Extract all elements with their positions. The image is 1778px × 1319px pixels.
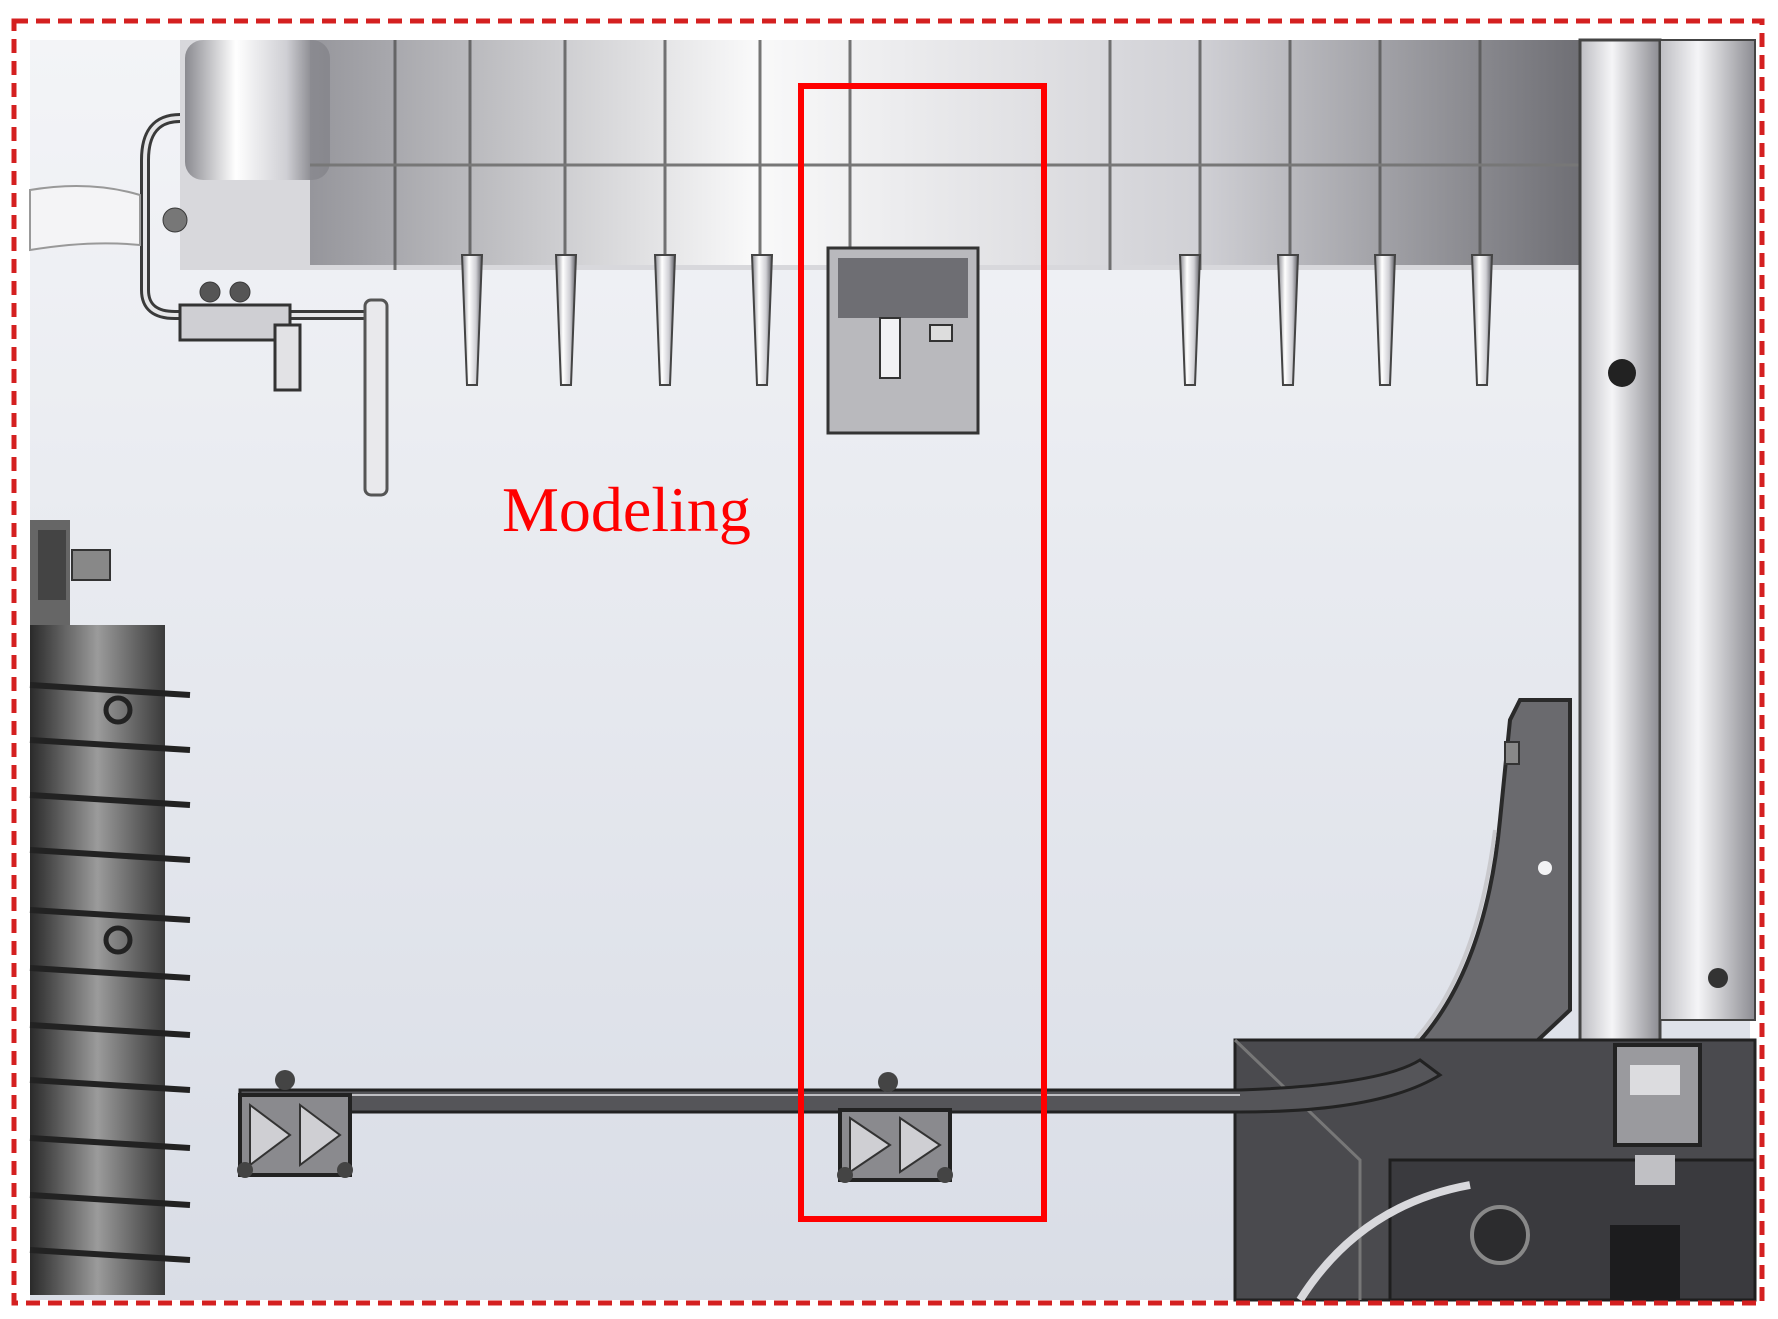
busbar-clamp-middle bbox=[837, 1072, 953, 1183]
modeling-label: Modeling bbox=[502, 474, 751, 545]
top-insulator bbox=[180, 40, 1580, 435]
modeling-highlight-box bbox=[798, 83, 1047, 1222]
bus-bar bbox=[238, 1058, 1443, 1114]
dashed-border bbox=[11, 18, 1765, 1306]
top-left-bracket bbox=[29, 113, 389, 497]
left-bushing bbox=[29, 520, 191, 1295]
busbar-clamp-left bbox=[237, 1070, 353, 1178]
